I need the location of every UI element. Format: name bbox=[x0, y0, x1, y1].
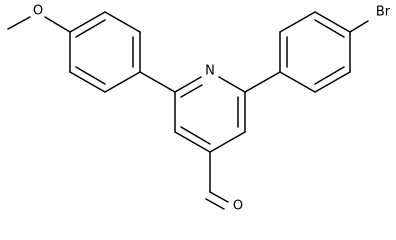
atom-o-aldehyde-label: O bbox=[233, 199, 243, 214]
bond-c-o-double bbox=[205, 198, 225, 210]
bond-left-ring-2 bbox=[104, 11, 141, 33]
bond-lines bbox=[7, 11, 369, 210]
bond-right-ring-5 bbox=[314, 71, 351, 93]
bond-left-ring-4 bbox=[104, 71, 141, 93]
bond-ring-br bbox=[349, 20, 369, 33]
structure-canvas: O N Br O bbox=[7, 3, 391, 214]
bond-right-ring-5-inner bbox=[314, 66, 345, 85]
bond-pyridine-1-inner bbox=[180, 84, 203, 98]
bond-left-ring-to-pyridine bbox=[139, 71, 176, 93]
bond-o-aryl bbox=[44, 16, 71, 33]
bond-pyridine-2 bbox=[218, 76, 246, 93]
bond-left-ring-1 bbox=[69, 11, 106, 33]
bond-pyridine-5 bbox=[174, 131, 211, 153]
atom-labels: O N Br O bbox=[33, 4, 391, 214]
atom-br-label: Br bbox=[376, 5, 391, 20]
bond-right-ring-3 bbox=[314, 11, 351, 33]
bond-pyridine-to-right-ring bbox=[244, 71, 281, 93]
bond-left-ring-1-inner bbox=[75, 19, 106, 38]
atom-n-label: N bbox=[205, 64, 215, 79]
bond-right-ring-6 bbox=[279, 71, 316, 93]
bond-right-ring-3-inner bbox=[314, 19, 345, 38]
bond-c-o-single bbox=[209, 191, 229, 203]
atom-o-methoxy-label: O bbox=[33, 4, 43, 19]
bond-pyridine-1 bbox=[174, 76, 202, 93]
bond-pyridine-4 bbox=[209, 131, 246, 153]
bond-methyl-o bbox=[7, 16, 31, 30]
bond-left-ring-5-inner bbox=[75, 66, 106, 85]
bond-right-ring-2 bbox=[279, 11, 316, 33]
chemical-structure-diagram: O N Br O bbox=[7, 4, 391, 214]
bond-pyridine-5-inner bbox=[180, 126, 211, 145]
bond-left-ring-5 bbox=[69, 71, 106, 93]
